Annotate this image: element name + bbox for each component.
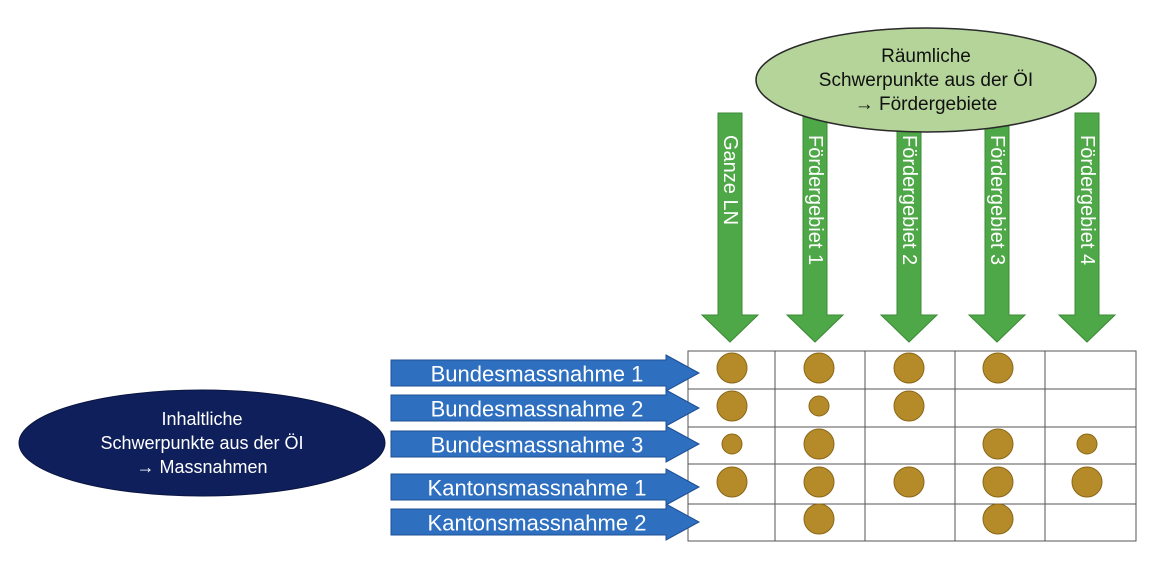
dot-large — [803, 352, 835, 384]
row-arrow-shape — [390, 389, 701, 427]
top-ellipse-line-2: Schwerpunkte aus der ÖI — [819, 70, 1033, 91]
row-arrow: Kantonsmassnahme 2 — [390, 503, 701, 541]
dot-small — [1076, 433, 1098, 455]
column-label: Fördergebiet 2 — [898, 135, 920, 265]
row-arrow-shape — [390, 354, 701, 392]
dot-small — [721, 433, 743, 455]
left-ellipse-line-2: Schwerpunkte aus der ÖI — [100, 433, 303, 453]
column-arrow: Ganze LN — [700, 112, 760, 343]
row-arrows: Bundesmassnahme 1 Bundesmassnahme 2 Bundes… — [390, 354, 701, 541]
dot-large — [982, 503, 1014, 535]
left-ellipse-line-3: → Massnahmen — [136, 457, 267, 477]
column-label: Fördergebiet 1 — [804, 135, 826, 265]
row-arrow-shape — [390, 503, 701, 541]
dot-large — [982, 466, 1014, 498]
dot-large — [803, 503, 835, 535]
row-label: Kantonsmassnahme 1 — [428, 476, 647, 501]
matrix-dots — [716, 352, 1103, 535]
dot-large — [893, 466, 925, 498]
top-ellipse-line-3: → Fördergebiete — [855, 94, 998, 115]
column-arrow-shape — [967, 112, 1027, 343]
row-arrow-shape — [390, 468, 701, 506]
column-arrows: Ganze LN Fördergebiet 1 Fördergebiet 2 Förd… — [700, 112, 1117, 343]
column-arrow-shape — [1057, 112, 1117, 343]
column-arrow-shape — [700, 112, 760, 343]
column-arrow-shape — [785, 112, 845, 343]
left-ellipse: Inhaltliche Schwerpunkte aus der ÖI → Ma… — [18, 389, 386, 497]
dot-large — [982, 428, 1014, 460]
dot-large — [803, 428, 835, 460]
row-arrow: Kantonsmassnahme 1 — [390, 468, 701, 506]
row-arrow: Bundesmassnahme 3 — [390, 425, 701, 463]
column-arrow: Fördergebiet 3 — [967, 112, 1027, 343]
row-arrow: Bundesmassnahme 2 — [390, 389, 701, 427]
dot-large — [982, 352, 1014, 384]
row-label: Bundesmassnahme 2 — [431, 397, 644, 422]
top-ellipse-line-1: Räumliche — [881, 46, 971, 67]
column-label: Ganze LN — [719, 135, 741, 225]
dot-large — [893, 352, 925, 384]
column-label: Fördergebiet 3 — [986, 135, 1008, 265]
row-arrow: Bundesmassnahme 1 — [390, 354, 701, 392]
dot-small — [808, 395, 830, 417]
column-arrow: Fördergebiet 4 — [1057, 112, 1117, 343]
dot-large — [1071, 466, 1103, 498]
dot-large — [803, 466, 835, 498]
dot-large — [716, 352, 748, 384]
left-ellipse-shape — [18, 389, 386, 497]
top-ellipse: Räumliche Schwerpunkte aus der ÖI → Förd… — [755, 27, 1097, 133]
dot-large — [716, 466, 748, 498]
row-arrow-shape — [390, 425, 701, 463]
dot-large — [716, 390, 748, 422]
column-arrow: Fördergebiet 1 — [785, 112, 845, 343]
row-label: Bundesmassnahme 3 — [431, 433, 644, 458]
top-ellipse-shape — [755, 27, 1097, 133]
left-ellipse-line-1: Inhaltliche — [161, 409, 242, 429]
row-label: Kantonsmassnahme 2 — [428, 511, 647, 536]
dot-large — [893, 390, 925, 422]
column-label: Fördergebiet 4 — [1076, 135, 1098, 265]
row-label: Bundesmassnahme 1 — [431, 362, 644, 387]
column-arrow-shape — [879, 112, 939, 343]
column-arrow: Fördergebiet 2 — [879, 112, 939, 343]
